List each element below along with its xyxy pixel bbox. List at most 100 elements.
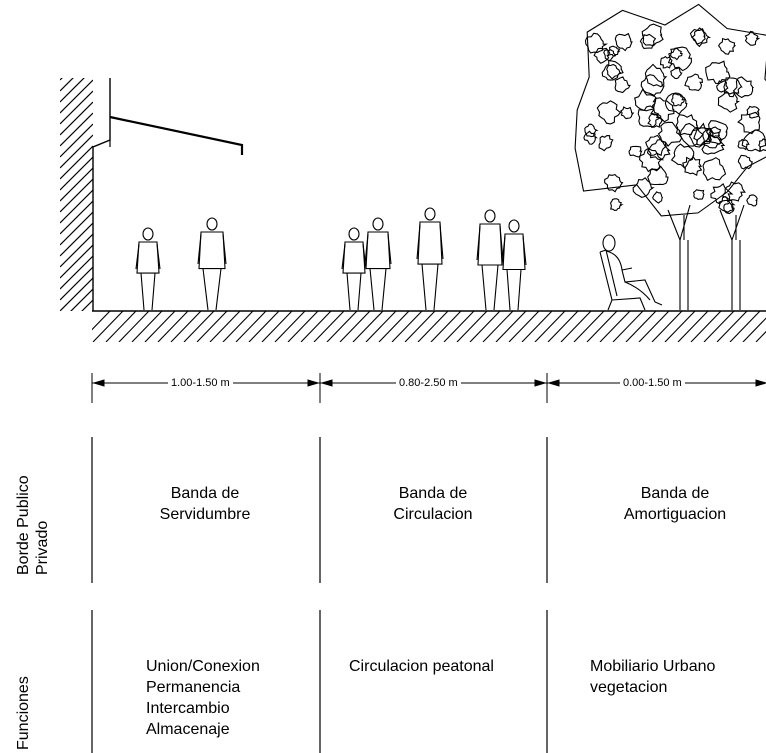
- dimension-label-servidumbre: 1.00-1.50 m: [168, 377, 233, 390]
- wall-hatch-line: [60, 322, 93, 355]
- tree-leaf: [744, 30, 761, 46]
- ground-hatch-line: [573, 311, 605, 342]
- building-wall: [60, 78, 111, 355]
- ground-hatch-line: [625, 311, 657, 342]
- tree-leaf: [688, 122, 712, 148]
- ground-hatch-line: [300, 311, 332, 342]
- function-item: Mobiliario Urbano: [590, 658, 716, 675]
- ground-hatch-line: [183, 311, 215, 342]
- tree-leaf: [639, 33, 657, 49]
- ground-hatch-line: [469, 311, 501, 342]
- tree-leaf: [614, 32, 633, 52]
- tree-leaf: [634, 88, 657, 112]
- wall-hatch-line: [60, 78, 74, 92]
- ground-hatch-line: [482, 311, 514, 342]
- wall-hatch-line: [70, 288, 93, 311]
- ground-hatch-line: [586, 311, 618, 342]
- tree-leaf: [614, 76, 631, 94]
- ground-hatch-line: [235, 311, 267, 342]
- ground-hatch-line: [118, 311, 150, 342]
- wall-hatch-line: [60, 211, 93, 246]
- ground-hatch-line: [599, 311, 631, 342]
- ground-hatch-line: [196, 311, 228, 342]
- ground-hatch-line: [495, 311, 527, 342]
- ground-hatch-line: [287, 311, 319, 342]
- ground-hatch-line: [209, 311, 241, 342]
- tree-leaf: [710, 183, 734, 205]
- ground-hatch-line: [456, 311, 488, 342]
- tree-leaf: [647, 113, 664, 128]
- tree-leaf: [604, 173, 624, 193]
- ground-hatch-line: [378, 311, 410, 342]
- tree-leaf: [584, 32, 609, 54]
- tree-leaf: [702, 128, 723, 149]
- band-dividers: [91, 437, 548, 753]
- ground-hatch-line: [547, 311, 579, 342]
- tree-leaf: [717, 37, 737, 55]
- ground-hatch-line: [612, 311, 644, 342]
- tree-leaf: [606, 59, 624, 80]
- ground-hatch-line: [248, 311, 280, 342]
- tree-leaf: [737, 154, 753, 170]
- tree-leaf: [583, 130, 598, 145]
- tree-leaf: [657, 121, 683, 147]
- tree-leaf: [705, 60, 731, 85]
- trees: [574, 3, 766, 310]
- wall-hatch-line: [60, 90, 93, 125]
- wall-hatch-line: [60, 222, 93, 257]
- wall-hatch-line: [60, 167, 93, 202]
- ground-hatch-line: [716, 311, 748, 342]
- ground-hatch-line: [313, 311, 345, 342]
- tree-leaf: [620, 106, 635, 120]
- tree-leaf: [684, 73, 704, 92]
- wall-hatch-line: [60, 134, 93, 169]
- ground-hatch-line: [703, 311, 735, 342]
- row-label-borde-line1: Borde Publico: [15, 475, 32, 575]
- tree-leaf: [669, 47, 683, 61]
- ground-hatch-line: [755, 330, 766, 342]
- ground-hatch-line: [508, 311, 540, 342]
- wall-hatch-line: [60, 233, 93, 268]
- tree-leaf: [721, 181, 746, 203]
- band-name-line: Servidumbre: [159, 506, 251, 523]
- ground-hatch-line: [391, 311, 423, 342]
- tree-leaf: [723, 77, 743, 98]
- ground-hatch-line: [521, 311, 553, 342]
- ground-hatch-line: [677, 311, 709, 342]
- pedestrian-figure: [197, 217, 227, 311]
- tree-leaf: [682, 156, 703, 177]
- pedestrian-figure: [135, 227, 161, 311]
- tree-leaf: [609, 198, 624, 211]
- ground-hatch-line: [170, 311, 202, 342]
- tree-leaf: [632, 177, 655, 199]
- ground-hatch-line: [365, 311, 397, 342]
- tree-leaf: [647, 165, 669, 186]
- ground-hatch-line: [352, 311, 384, 342]
- tree-leaf: [652, 191, 664, 204]
- ground-hatch-line: [417, 311, 449, 342]
- awning: [109, 115, 244, 155]
- ground-hatch-line: [560, 311, 592, 342]
- tree-leaf: [691, 28, 712, 48]
- tree-leaf: [716, 80, 729, 93]
- tree-leaf: [640, 74, 665, 97]
- wall-hatch-line: [60, 78, 85, 103]
- function-item: Union/Conexion: [146, 658, 260, 675]
- wall-hatch-line: [60, 244, 93, 279]
- ground-hatch-line: [443, 311, 475, 342]
- pedestrian-figure: [416, 207, 444, 311]
- ground-hatch-line: [729, 311, 761, 342]
- ground-hatch-line: [157, 311, 189, 342]
- band-name-servidumbre: Banda de Servidumbre: [120, 483, 290, 525]
- ground-hatch-line: [222, 311, 254, 342]
- tree-leaf: [603, 49, 618, 62]
- ground-hatch-line: [105, 311, 137, 342]
- ground-hatch-line: [92, 311, 111, 331]
- row-label-borde-line2: Privado: [34, 520, 51, 575]
- tree-leaf: [639, 147, 665, 173]
- pedestrian-figure: [341, 227, 367, 311]
- ground-hatch-line: [638, 311, 670, 342]
- tree-leaf: [598, 135, 614, 152]
- functions-servidumbre: Union/Conexion Permanencia Intercambio A…: [146, 656, 260, 740]
- ground-hatch-line: [534, 311, 566, 342]
